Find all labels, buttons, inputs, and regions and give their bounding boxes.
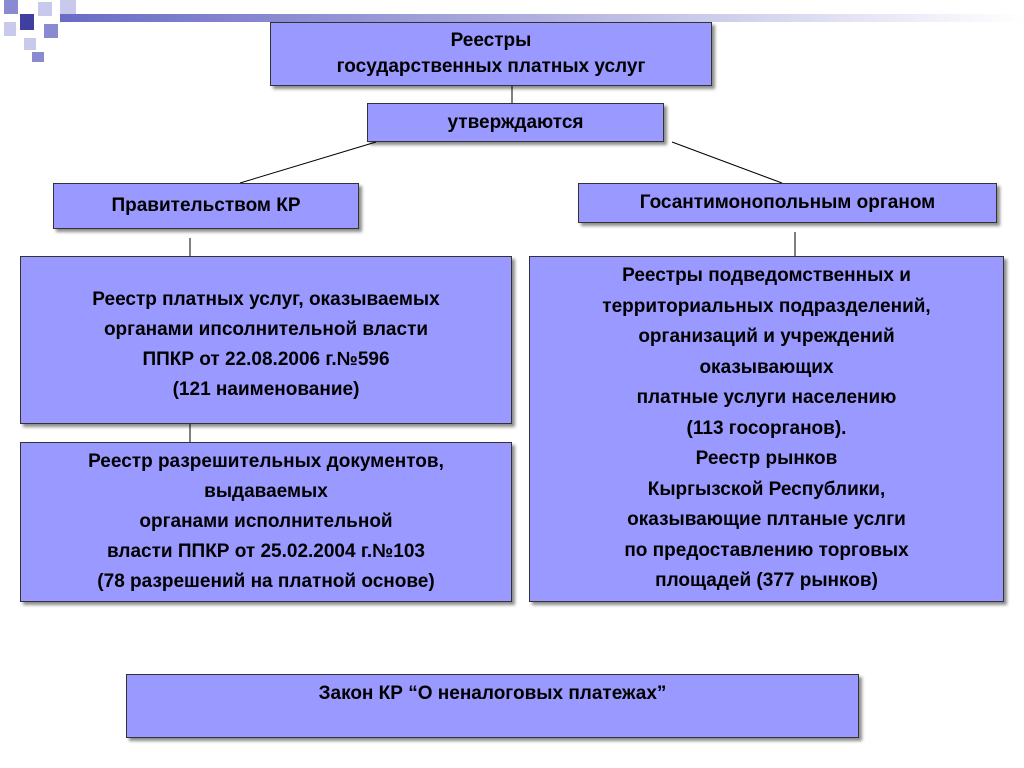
- registry-line: органами ипсолнительной власти: [103, 319, 429, 340]
- law-box: Закон КР “О неналоговых платежах”: [126, 674, 859, 738]
- registry-line: выдаваемых: [204, 481, 328, 502]
- registry-line: площадей (377 рынков): [655, 570, 878, 592]
- approved-box: утверждаются: [367, 103, 664, 142]
- permits-registry-box: Реестр разрешительных документов, выдава…: [20, 442, 512, 602]
- approved-label: утверждаются: [447, 111, 584, 133]
- deco-square: [60, 0, 76, 14]
- corner-decoration: [0, 0, 100, 70]
- law-label: Закон КР “О неналоговых платежах”: [318, 683, 667, 704]
- connector-approved-left: [239, 141, 377, 184]
- registry-line: платные услуги населению: [636, 387, 897, 409]
- registry-line: оказывающие плтаные услги: [627, 509, 906, 531]
- registry-line: (113 госорганов).: [686, 417, 847, 439]
- deco-square: [4, 22, 16, 36]
- registry-line: Реестр разрешительных документов,: [88, 451, 444, 472]
- deco-square: [32, 52, 44, 62]
- registry-line: Реестры подведомственных и: [622, 265, 911, 287]
- registry-line: по предоставлению торговых: [624, 539, 909, 561]
- registry-line: ППКР от 22.08.2006 г.№596: [142, 349, 390, 370]
- antimonopoly-box: Госантимонопольным органом: [578, 183, 997, 223]
- deco-square: [38, 2, 52, 16]
- registry-line: органами исполнительной: [139, 511, 393, 532]
- registry-line: Реестр рынков: [695, 448, 838, 470]
- registry-line: территориальных подразделений,: [602, 295, 931, 317]
- antimonopoly-label: Госантимонопольным органом: [639, 192, 936, 213]
- registry-line: Реестр платных услуг, оказываемых: [92, 289, 440, 310]
- deco-square: [44, 24, 58, 38]
- title-line: Реестры: [450, 30, 532, 51]
- title-box: Реестры государственных платных услуг: [270, 22, 712, 86]
- registry-line: организаций и учреждений: [638, 326, 895, 348]
- connector-approved-right: [671, 141, 783, 184]
- paid-services-registry-box: Реестр платных услуг, оказываемых органа…: [20, 256, 512, 424]
- registry-line: оказывающих: [699, 356, 834, 378]
- government-label: Правительством КР: [111, 195, 301, 216]
- top-gradient-bar: [60, 14, 1024, 22]
- deco-square: [4, 0, 18, 14]
- registry-line: (78 разрешений на платной основе): [97, 571, 435, 592]
- registry-line: власти ППКР от 25.02.2004 г.№103: [106, 541, 426, 562]
- government-box: Правительством КР: [53, 183, 359, 229]
- deco-square: [20, 14, 34, 30]
- registry-line: (121 наименование): [172, 379, 360, 400]
- deco-square: [24, 38, 36, 50]
- subordinate-registry-box: Реестры подведомственных и территориальн…: [529, 256, 1004, 602]
- registry-line: Кыргызской Республики,: [647, 478, 886, 500]
- title-line: государственных платных услуг: [336, 56, 646, 77]
